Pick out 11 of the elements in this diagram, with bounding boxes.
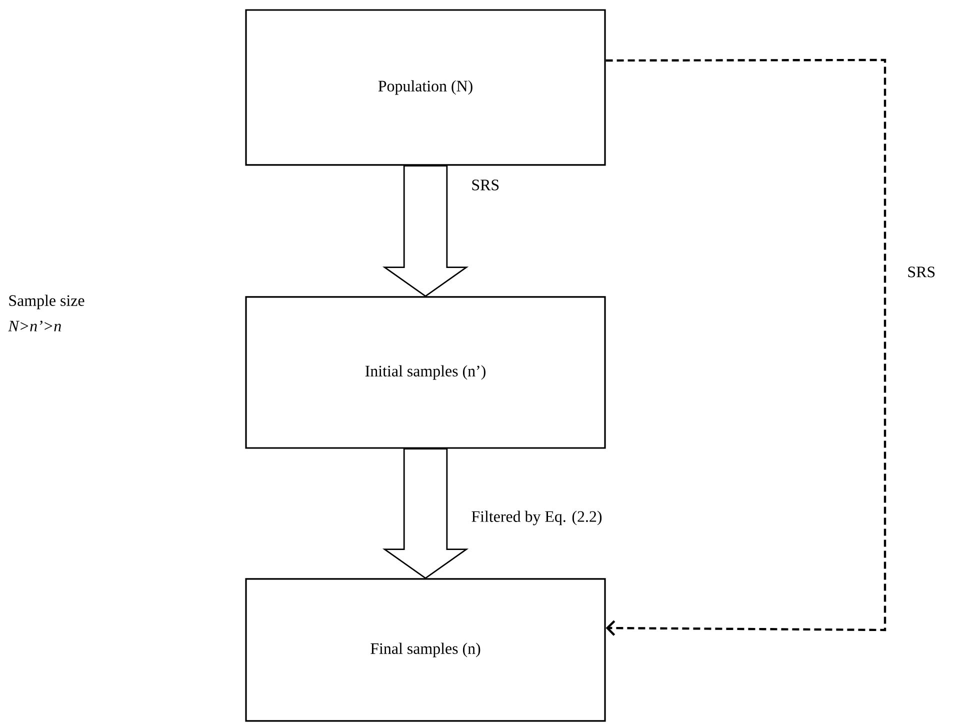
process-box: Final samples (n) xyxy=(245,578,606,722)
dashed-arrow xyxy=(606,58,886,636)
process-box: Population (N) xyxy=(245,9,606,166)
edge-label: SRS xyxy=(470,178,501,192)
process-box: Initial samples (n’) xyxy=(245,296,606,449)
note-text: N>n’>n xyxy=(8,320,61,332)
block-arrow xyxy=(382,165,469,298)
edge-label: SRS xyxy=(906,266,937,278)
edge-label: Filtered by Eq. (2.2) xyxy=(470,510,604,526)
block-arrow xyxy=(382,448,469,580)
note-text: Sample size xyxy=(9,294,84,310)
